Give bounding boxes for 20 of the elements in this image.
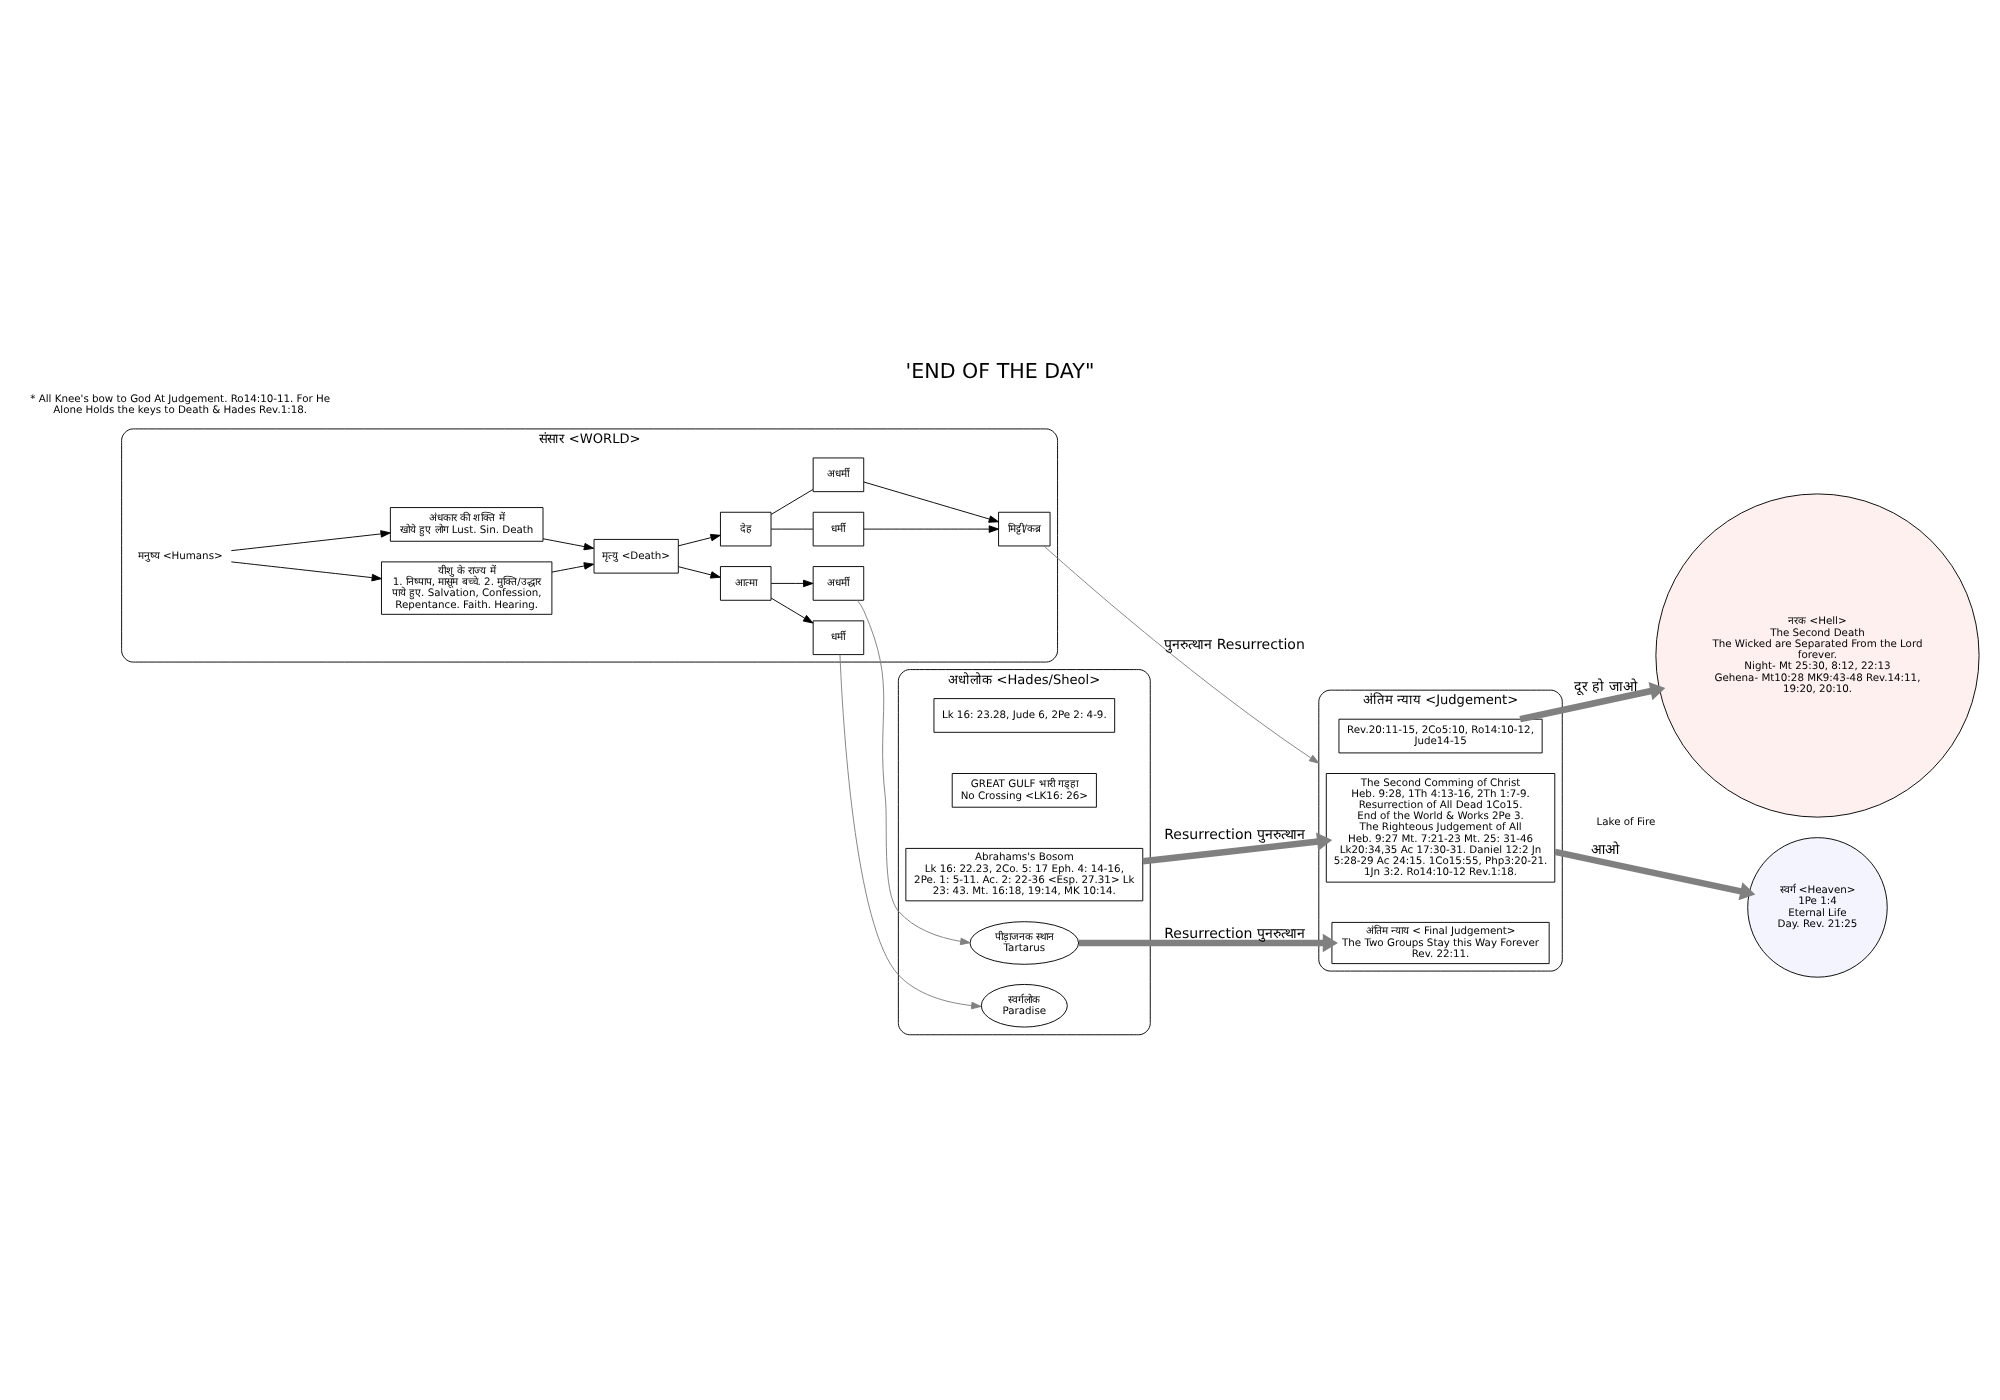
arrow (1554, 848, 1756, 901)
arrow (551, 562, 595, 573)
diagram-title: 'END OF THE DAY" (905, 359, 1095, 384)
arrow (1079, 933, 1338, 953)
arrow (677, 533, 721, 547)
arrow (839, 654, 982, 1010)
arrow (1142, 832, 1333, 865)
arrow (1043, 545, 1320, 764)
connector (770, 528, 814, 530)
connector (770, 489, 814, 515)
arrow (1519, 682, 1666, 723)
arrow (230, 561, 382, 582)
arrow (856, 599, 971, 946)
arrow (770, 579, 814, 588)
arrow (770, 597, 814, 624)
arrow (863, 525, 999, 533)
arrow (863, 481, 999, 523)
arrow (542, 538, 595, 551)
arrow (230, 530, 391, 552)
arrow (677, 566, 721, 579)
